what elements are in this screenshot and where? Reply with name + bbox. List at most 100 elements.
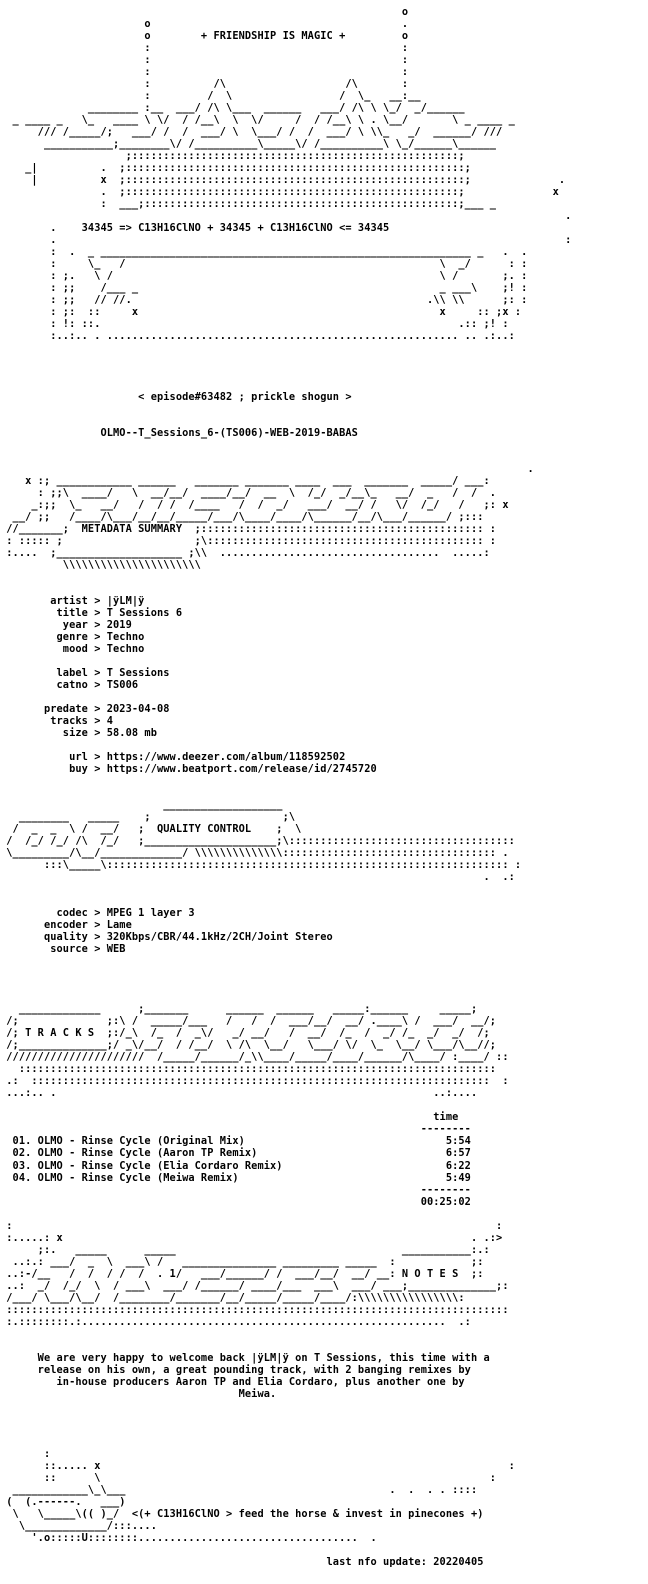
nfo-line [0, 415, 648, 427]
nfo-line: ..: _/ /_/ \ / ___\ ___/ /______/ ____/_… [0, 1279, 509, 1292]
nfo-line: last nfo update: 20220405 [0, 1556, 484, 1569]
nfo-line [0, 1424, 648, 1436]
nfo-line [0, 739, 648, 751]
nfo-line: \_____________/:::.... [0, 1519, 157, 1532]
nfo-line [0, 354, 648, 366]
nfo-line: : ::::: ; ;\::::::::::::::::::::::::::::… [0, 534, 497, 547]
nfo-line: in-house producers Aaron TP and Elia Cor… [0, 1375, 465, 1388]
nfo-line: . [0, 462, 534, 475]
nfo-line: source > WEB [0, 943, 126, 956]
nfo-line: ::::::::::::::::::::::::::::::::::::::::… [0, 1063, 497, 1076]
nfo-line: codec > MPEG 1 layer 3 [0, 907, 195, 920]
nfo-line: -------- [0, 1123, 471, 1136]
nfo-line: : ;;\ ____/ \ __/__/ ____/__/ __ \ /_/ _… [0, 486, 497, 499]
nfo-line: 04. OLMO - Rinse Cycle (Meiwa Remix) 5:4… [0, 1171, 471, 1184]
nfo-line [0, 366, 648, 378]
nfo-line: We are very happy to welcome back |ÿLM|ÿ… [0, 1351, 490, 1364]
nfo-line: x :; ____________ ______ _______ _______… [0, 474, 490, 487]
nfo-line: : : [0, 54, 409, 67]
nfo-line: o [0, 6, 409, 18]
nfo-line [0, 955, 648, 967]
nfo-line: /___/ \___/\__/ /________/_______/__/___… [0, 1291, 465, 1304]
nfo-line: : !: ::. .:: ;! : [0, 318, 509, 331]
nfo-line: mood > Techno [0, 642, 145, 655]
nfo-line [0, 583, 648, 595]
nfo-line: : ___;::::::::::::::::::::::::::::::::::… [0, 198, 497, 211]
nfo-line: tracks > 4 [0, 714, 114, 727]
nfo-line: catno > TS006 [0, 678, 139, 691]
nfo-line: ::::::::::::::::::::::::::::::::::::::::… [0, 1303, 509, 1316]
nfo-line [0, 403, 648, 415]
nfo-line [0, 1208, 648, 1220]
nfo-line: : ;: :: x x :: ;x : [0, 306, 522, 319]
nfo-line [0, 439, 648, 451]
nfo-line: : : [0, 66, 409, 79]
nfo-line: 03. OLMO - Rinse Cycle (Elia Cordaro Rem… [0, 1159, 471, 1172]
nfo-line: _| . ;::::::::::::::::::::::::::::::::::… [0, 162, 471, 175]
nfo-line [0, 571, 648, 583]
nfo-line [0, 883, 648, 895]
nfo-line [0, 378, 648, 390]
nfo-line: -------- [0, 1183, 471, 1196]
nfo-line: '.o:::::U::::::::.......................… [0, 1531, 377, 1544]
nfo-line: buy > https://www.beatport.com/release/i… [0, 762, 377, 775]
nfo-line [0, 1099, 648, 1111]
nfo-line [0, 1328, 648, 1340]
nfo-line: .: :::::::::::::::::::::::::::::::::::::… [0, 1075, 509, 1088]
nfo-line: \\\\\\\\\\\\\\\\\\\\\\ [0, 558, 201, 571]
nfo-line: __/ ;; /____/\___/__/__/_____/___/\____/… [0, 510, 484, 523]
nfo-line: OLMO--T_Sessions_6-(TS006)-WEB-2019-BABA… [0, 426, 358, 439]
nfo-line: : /\ /\ : [0, 78, 409, 91]
nfo-line: : ;; /___ _ _ ___\ ;! : [0, 282, 528, 295]
nfo-line: ________ _____ ; ;\ [0, 811, 296, 824]
nfo-line [0, 1412, 648, 1424]
nfo-line: . .: [0, 871, 515, 884]
nfo-line: . [0, 210, 572, 223]
nfo-line [0, 451, 648, 463]
nfo-line: : / \ / \_ __:__ [0, 90, 421, 103]
nfo-line: _:;; \_ __/ / / / /____ / / _/ ___/ __/ … [0, 498, 509, 511]
nfo-line: o . [0, 18, 409, 31]
nfo-line: : ;. \ / \ / ;. : [0, 270, 528, 283]
nfo-line: label > T Sessions [0, 666, 170, 679]
nfo-line: release on his own, a great pounding tra… [0, 1363, 471, 1376]
nfo-line [0, 1340, 648, 1352]
nfo-line [0, 991, 648, 1003]
nfo-line: _ ____ _ \_ ____ \ \/ / /__\ \ \/ / / /_… [0, 114, 515, 127]
nfo-line [0, 655, 648, 667]
nfo-line: ___________________ [0, 799, 283, 812]
nfo-line [0, 895, 648, 907]
nfo-line: / _ _ \ / __/ ; QUALITY CONTROL ; \ [0, 823, 302, 836]
nfo-line: \ \_____\(( )_/ <(+ C13H16ClNO > feed th… [0, 1507, 484, 1520]
nfo-line: :: \ : [0, 1471, 497, 1484]
nfo-line: :.....: x . .:> [0, 1231, 503, 1244]
nfo-line: : : [0, 42, 409, 55]
nfo-line: _____________ ;_______ ______ ______ ___… [0, 1003, 478, 1016]
nfo-line: ________ :__ ___/ /\ \___ ______ ___/ /\… [0, 102, 465, 115]
nfo-line [0, 1400, 648, 1412]
nfo-line: o + FRIENDSHIP IS MAGIC + o [0, 30, 409, 43]
nfo-line [0, 775, 648, 787]
nfo-line: ____________\_\___ . . . . :::: [0, 1483, 478, 1496]
nfo-line [0, 1436, 648, 1448]
nfo-line [0, 787, 648, 799]
nfo-line: 01. OLMO - Rinse Cycle (Original Mix) 5:… [0, 1135, 471, 1148]
nfo-line: ___________;________\/ /__________\_____… [0, 138, 497, 151]
nfo-line: < episode#63482 ; prickle shogun > [0, 390, 352, 403]
nfo-line: /; ;:\ / _____/___ / / / ___/__/ __/ .__… [0, 1015, 497, 1028]
nfo-line: :.::::::::.:............................… [0, 1315, 471, 1328]
nfo-line: //_______; METADATA SUMMARY ;:::::::::::… [0, 522, 497, 535]
nfo-line: quality > 320Kbps/CBR/44.1kHz/2CH/Joint … [0, 931, 333, 944]
nfo-line: url > https://www.deezer.com/album/11859… [0, 750, 346, 763]
nfo-line: :..:.. . ...............................… [0, 330, 515, 343]
nfo-line: ..:.: ___/ _ \ ___\ / _______________ __… [0, 1255, 484, 1268]
nfo-line: 00:25:02 [0, 1195, 471, 1208]
nfo-line: : : [0, 1219, 503, 1232]
nfo-line: title > T Sessions 6 [0, 606, 183, 619]
nfo-line: /// /_____/; ___/ / / ___/ \ \___/ / / _… [0, 126, 509, 139]
nfo-line: :::\_____\::::::::::::::::::::::::::::::… [0, 859, 522, 872]
nfo-line [0, 691, 648, 703]
nfo-line: encoder > Lame [0, 919, 132, 932]
nfo-line: ////////////////////// /_____/______/_\\… [0, 1051, 509, 1064]
nfo-line: 02. OLMO - Rinse Cycle (Aaron TP Remix) … [0, 1147, 471, 1160]
